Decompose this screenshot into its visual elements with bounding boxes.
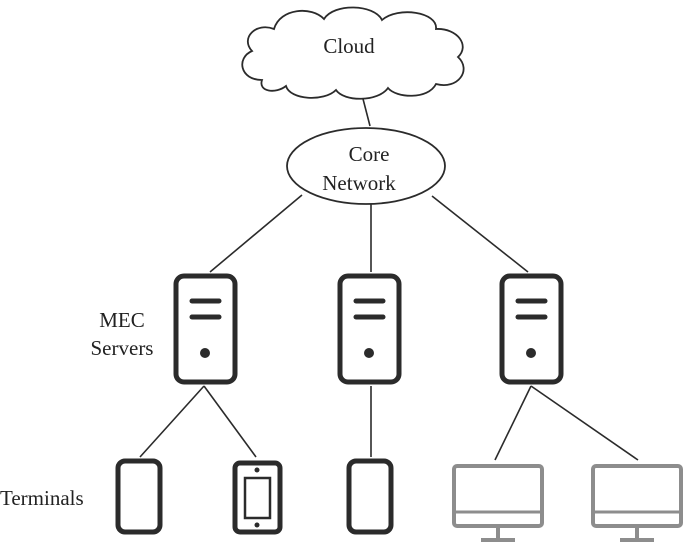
terminals-label: Terminals xyxy=(0,486,84,510)
mec-servers-label-line1: MEC xyxy=(99,308,145,332)
connection-lines xyxy=(139,94,639,461)
server-icon xyxy=(499,273,564,385)
core-network-label-line1: Core xyxy=(349,142,390,166)
link-server-left-phone xyxy=(139,385,205,458)
link-cloud-core xyxy=(361,94,371,127)
monitor-icon xyxy=(591,464,683,542)
smartphone-icon xyxy=(115,458,163,535)
link-core-server-right xyxy=(431,195,529,273)
link-server-right-monitor-left xyxy=(494,385,532,461)
cloud-node: Cloud xyxy=(241,6,465,100)
link-server-right-monitor-right xyxy=(530,385,639,461)
tablet-icon xyxy=(232,460,283,535)
core-network-ellipse xyxy=(286,127,446,205)
core-network-node: Core Network xyxy=(286,127,446,205)
monitor-icon xyxy=(452,464,544,542)
link-core-server-left xyxy=(209,194,303,273)
cloud-icon xyxy=(241,6,465,100)
server-icon xyxy=(337,273,402,385)
link-server-left-tablet xyxy=(203,385,257,458)
smartphone-icon xyxy=(346,458,394,535)
cloud-label: Cloud xyxy=(323,34,375,58)
core-network-label-line2: Network xyxy=(322,171,396,195)
mec-servers-label-line2: Servers xyxy=(91,336,154,360)
server-icon xyxy=(173,273,238,385)
